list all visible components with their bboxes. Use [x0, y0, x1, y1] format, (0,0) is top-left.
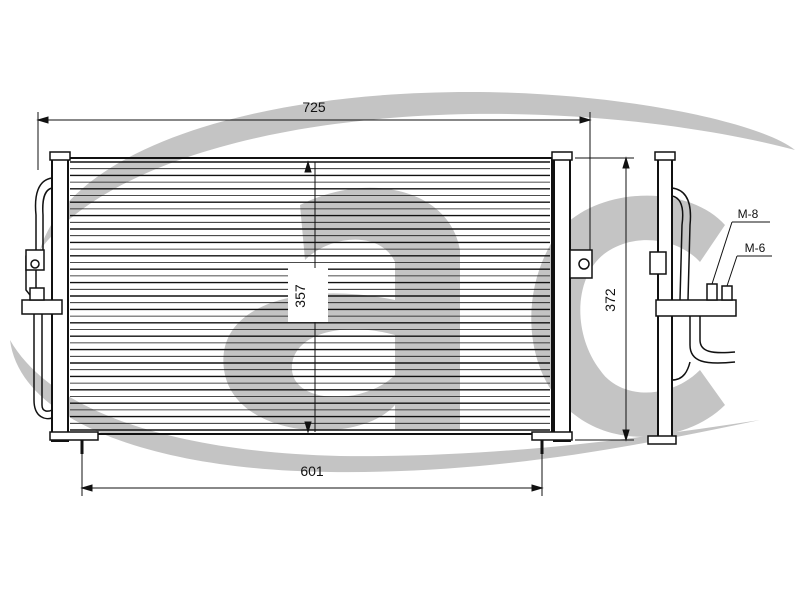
dim-357-label-bg	[288, 268, 328, 322]
dim-601-label: 601	[300, 463, 324, 479]
fitting-m6-body	[721, 285, 733, 301]
dimension-lines	[36, 112, 634, 496]
fitting-m6-leader	[726, 255, 738, 287]
left-pipe-outer	[25, 177, 53, 420]
side-pipe-lower	[689, 316, 736, 364]
side-pipe-lower-inner	[699, 316, 736, 354]
dim-357-arrow-bottom	[304, 421, 312, 434]
side-clamp	[649, 251, 667, 275]
right-side-bracket	[569, 249, 593, 279]
side-top-cap	[654, 151, 676, 161]
side-bottom-bracket	[647, 435, 677, 445]
dim-357-label: 357	[292, 284, 308, 308]
dim-601-arrow-left	[80, 484, 93, 492]
left-clamp-hole	[30, 259, 40, 269]
right-bracket-hole	[578, 258, 590, 270]
side-pipe-return	[671, 361, 691, 381]
logo-swoosh-upper	[40, 92, 795, 250]
side-tank	[657, 156, 673, 442]
dim-372-arrow-bottom	[622, 429, 630, 442]
side-pipe-upper-inner	[671, 195, 684, 301]
left-pipe-inner	[35, 187, 53, 412]
right-tank-top-cap	[551, 151, 573, 161]
side-fitting-block	[655, 299, 737, 317]
left-tank-top-cap	[49, 151, 71, 161]
dim-357-arrow-top	[304, 160, 312, 173]
left-pipes	[21, 177, 63, 420]
fitting-m8-label: M-8	[738, 207, 759, 221]
right-bottom-bracket	[531, 431, 573, 441]
left-fitting-nut	[29, 287, 45, 301]
fitting-m8-body	[706, 283, 718, 301]
left-tank	[51, 156, 69, 442]
fitting-m6-label: M-6	[745, 241, 766, 255]
right-tank	[553, 156, 571, 442]
dim-725-label: 725	[302, 99, 326, 115]
dim-725-arrow-right	[579, 116, 592, 124]
left-bottom-bracket	[49, 431, 99, 441]
dim-601-arrow-right	[531, 484, 544, 492]
dim-372-arrow-top	[622, 156, 630, 169]
condenser-side-view	[647, 151, 772, 445]
dim-725-arrow-left	[36, 116, 49, 124]
left-fitting-block	[21, 299, 63, 315]
fitting-m8-leader	[711, 221, 733, 285]
side-pipe-upper	[671, 187, 692, 301]
dim-372-label: 372	[602, 288, 618, 312]
